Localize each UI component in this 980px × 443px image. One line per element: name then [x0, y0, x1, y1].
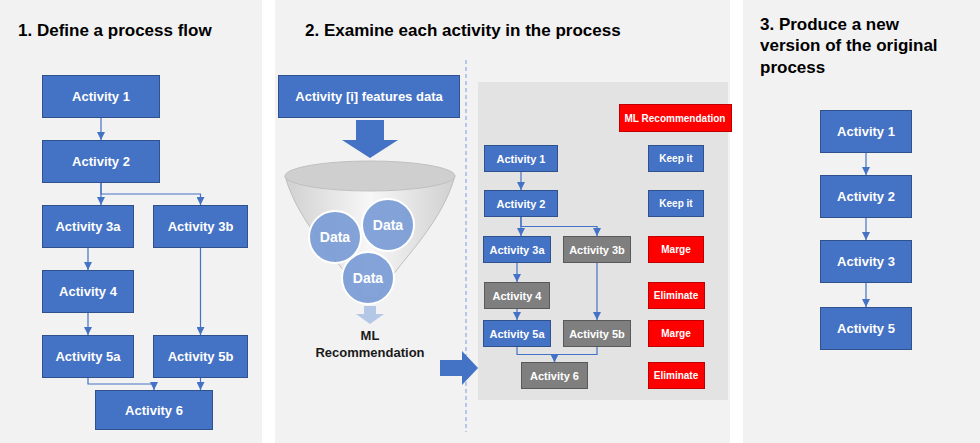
flow-connector — [865, 153, 866, 175]
box-label: Activity 3b — [569, 244, 625, 256]
flow-connector — [517, 347, 555, 362]
process-box: Activity 3a — [483, 236, 551, 263]
recommendation-box: ML Recommendation — [619, 104, 732, 132]
flow-connector — [100, 118, 101, 140]
process-box: Activity 3 — [820, 240, 912, 283]
process-panel: 2. Examine each activity in the processA… — [275, 0, 730, 443]
box-label: Activity 5b — [168, 349, 234, 364]
flow-connector — [88, 378, 154, 390]
flow-connector — [516, 263, 517, 282]
flow-connector — [516, 309, 517, 320]
process-box: Activity 5a — [42, 335, 134, 378]
box-label: ML Recommendation — [625, 113, 726, 124]
process-box: Activity 3b — [153, 205, 248, 248]
box-label: Activity 2 — [72, 154, 130, 169]
panel-ground — [743, 0, 980, 443]
process-box: Activity 2 — [484, 190, 558, 217]
recommendation-box: Eliminate — [648, 282, 705, 309]
box-label: Data — [320, 229, 350, 245]
data-circle: Data — [340, 250, 396, 306]
flow-connector — [200, 248, 201, 335]
box-label: Activity 2 — [497, 198, 546, 210]
flow-connector — [596, 263, 597, 320]
recommendation-box: Eliminate — [648, 362, 705, 389]
process-box: Activity 5b — [153, 335, 248, 378]
box-label: Activity [i] features data — [295, 89, 442, 104]
panel-ground — [275, 0, 730, 443]
process-panel: 1. Define a process flowActivity 1 Activi… — [0, 0, 262, 443]
process-box: Activity 4 — [42, 270, 134, 313]
box-label: Data — [373, 217, 403, 233]
box-label: Activity 5b — [569, 328, 625, 340]
box-label: Activity 3b — [168, 219, 234, 234]
removed-box: Activity 3b — [563, 236, 631, 263]
box-label: Activity 1 — [497, 153, 546, 165]
flow-connector — [555, 347, 598, 362]
box-label: Activity 5a — [489, 328, 544, 340]
panel-title: 2. Examine each activity in the process — [305, 20, 725, 41]
funnel-mouth — [285, 161, 455, 191]
box-label: Marge — [661, 244, 690, 255]
flow-connector — [520, 172, 521, 190]
box-label: Activity 5a — [55, 349, 120, 364]
process-panel: 3. Produce a new version of the original… — [743, 0, 980, 443]
process-box: Activity 3a — [42, 205, 134, 248]
process-box: Activity 1 — [42, 75, 160, 118]
box-label: Keep it — [659, 198, 692, 209]
funnel — [285, 176, 455, 298]
process-box: Activity 1 — [484, 145, 558, 172]
outlet-arrow — [356, 306, 384, 324]
box-label: Activity 3a — [55, 219, 120, 234]
box-label: Activity 1 — [72, 89, 130, 104]
box-label: Activity 2 — [837, 189, 895, 204]
process-box: Activity 2 — [820, 175, 912, 218]
box-label: Eliminate — [654, 290, 698, 301]
process-box: Activity [i] features data — [278, 75, 460, 118]
box-label: Eliminate — [654, 370, 698, 381]
removed-box: Activity 6 — [521, 362, 588, 389]
process-box: Activity 2 — [42, 140, 160, 183]
flow-connector — [101, 183, 201, 205]
box-label: Keep it — [659, 153, 692, 164]
box-label: Activity 3 — [837, 254, 895, 269]
box-label: Activity 6 — [125, 403, 183, 418]
box-label: Activity 4 — [493, 290, 542, 302]
panel-ground — [0, 0, 262, 443]
box-label: Activity 6 — [530, 370, 579, 382]
removed-box: Activity 4 — [484, 282, 550, 309]
box-label: Marge — [661, 328, 690, 339]
process-box: Keep it — [648, 145, 704, 172]
process-box: Keep it — [648, 190, 704, 217]
flow-connector — [200, 378, 201, 390]
flow-connector — [521, 217, 597, 236]
block-arrow — [342, 120, 398, 158]
block-arrow — [440, 351, 478, 385]
output-label: ML Recommendation — [305, 328, 435, 362]
box-label: Activity 1 — [837, 124, 895, 139]
panel-title: 1. Define a process flow — [18, 20, 258, 41]
panel-title: 3. Produce a new version of the original… — [760, 14, 960, 78]
flow-connector — [87, 248, 88, 270]
recommendation-box: Marge — [648, 320, 704, 347]
process-box: Activity 5a — [483, 320, 551, 347]
flow-connector — [865, 283, 866, 307]
recommendation-box: Marge — [648, 236, 704, 263]
box-label: Activity 4 — [59, 284, 117, 299]
box-label: Data — [353, 270, 383, 286]
data-circle: Data — [360, 197, 416, 253]
box-label: Activity 3a — [489, 244, 544, 256]
removed-box: Activity 5b — [563, 320, 631, 347]
process-box: Activity 6 — [95, 390, 213, 430]
flow-connector — [865, 218, 866, 240]
box-label: Activity 5 — [837, 321, 895, 336]
flow-connector — [87, 313, 88, 335]
process-box: Activity 5 — [820, 307, 912, 350]
process-box: Activity 1 — [820, 110, 912, 153]
